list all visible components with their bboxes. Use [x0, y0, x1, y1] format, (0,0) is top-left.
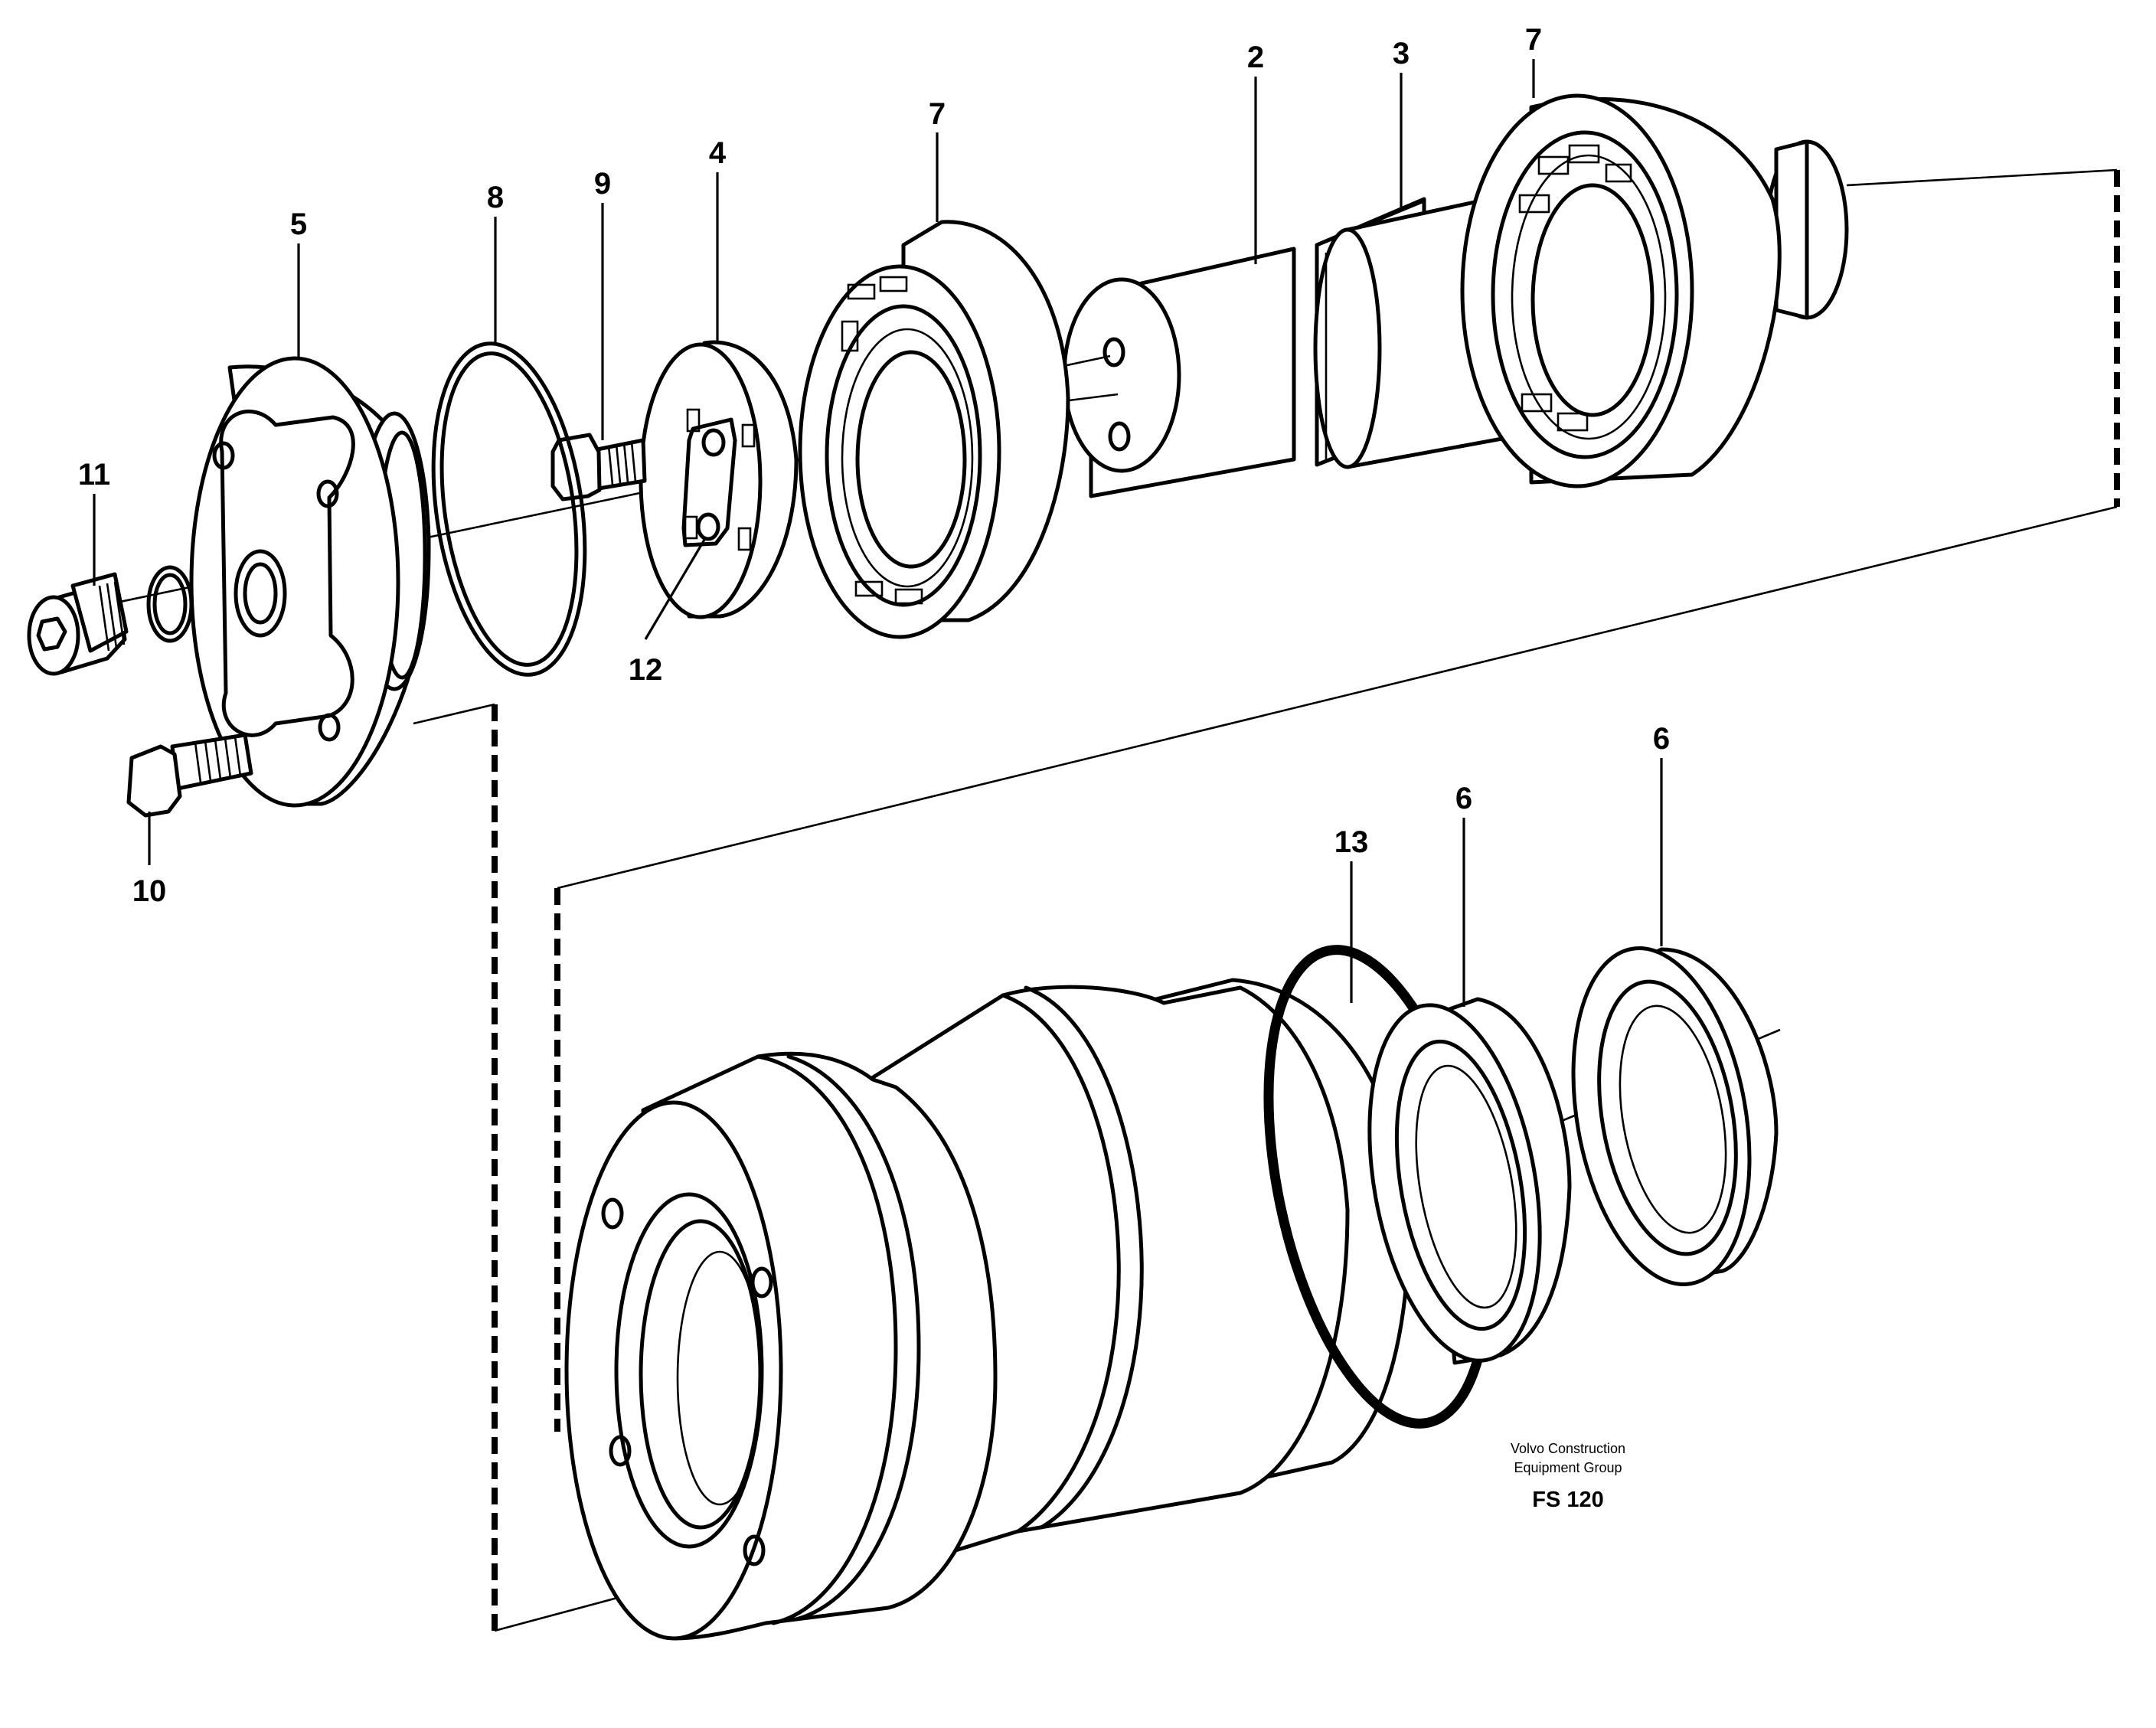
callout-numbers: 2 3 7 7 4 9 8 5 11 12 10 13 6 6: [78, 23, 1670, 908]
part-10-bolt: [126, 733, 253, 818]
callout-7: 7: [1525, 23, 1542, 57]
part-6-seal-middle: [1367, 997, 1572, 1365]
callout-5: 5: [290, 207, 307, 241]
callout-12: 12: [629, 653, 663, 687]
callout-6: 6: [1455, 782, 1472, 815]
callout-6: 6: [1653, 722, 1670, 756]
callout-4: 4: [709, 136, 727, 170]
callout-leader-lines: [93, 59, 1663, 1007]
part-5-end-cover: [189, 356, 431, 808]
caption-block: Volvo Construction Equipment Group FS 12…: [1511, 1441, 1625, 1512]
part-11-plug: [27, 572, 129, 676]
part-4-retaining-plate: [639, 340, 799, 619]
callout-3: 3: [1393, 37, 1410, 70]
callout-9: 9: [594, 167, 611, 201]
callout-2: 2: [1247, 41, 1264, 74]
callout-10: 10: [132, 874, 167, 908]
callout-13: 13: [1334, 825, 1369, 859]
assembly-connection-frame: [413, 168, 2120, 1632]
roller-body: [564, 978, 1411, 1641]
callout-11: 11: [78, 458, 110, 492]
part-6-seal-right: [1571, 946, 1779, 1286]
callout-8: 8: [487, 181, 504, 214]
caption-company-line1: Volvo Construction: [1511, 1441, 1625, 1456]
part-8-o-ring: [431, 341, 587, 677]
caption-figure-code: FS 120: [1532, 1488, 1604, 1512]
part-7-bearing-right: [1460, 93, 1782, 488]
part-11-washer: [146, 565, 194, 643]
part-7-bearing-left: [798, 220, 1070, 639]
callout-7: 7: [929, 97, 946, 131]
caption-company-line2: Equipment Group: [1514, 1460, 1622, 1475]
